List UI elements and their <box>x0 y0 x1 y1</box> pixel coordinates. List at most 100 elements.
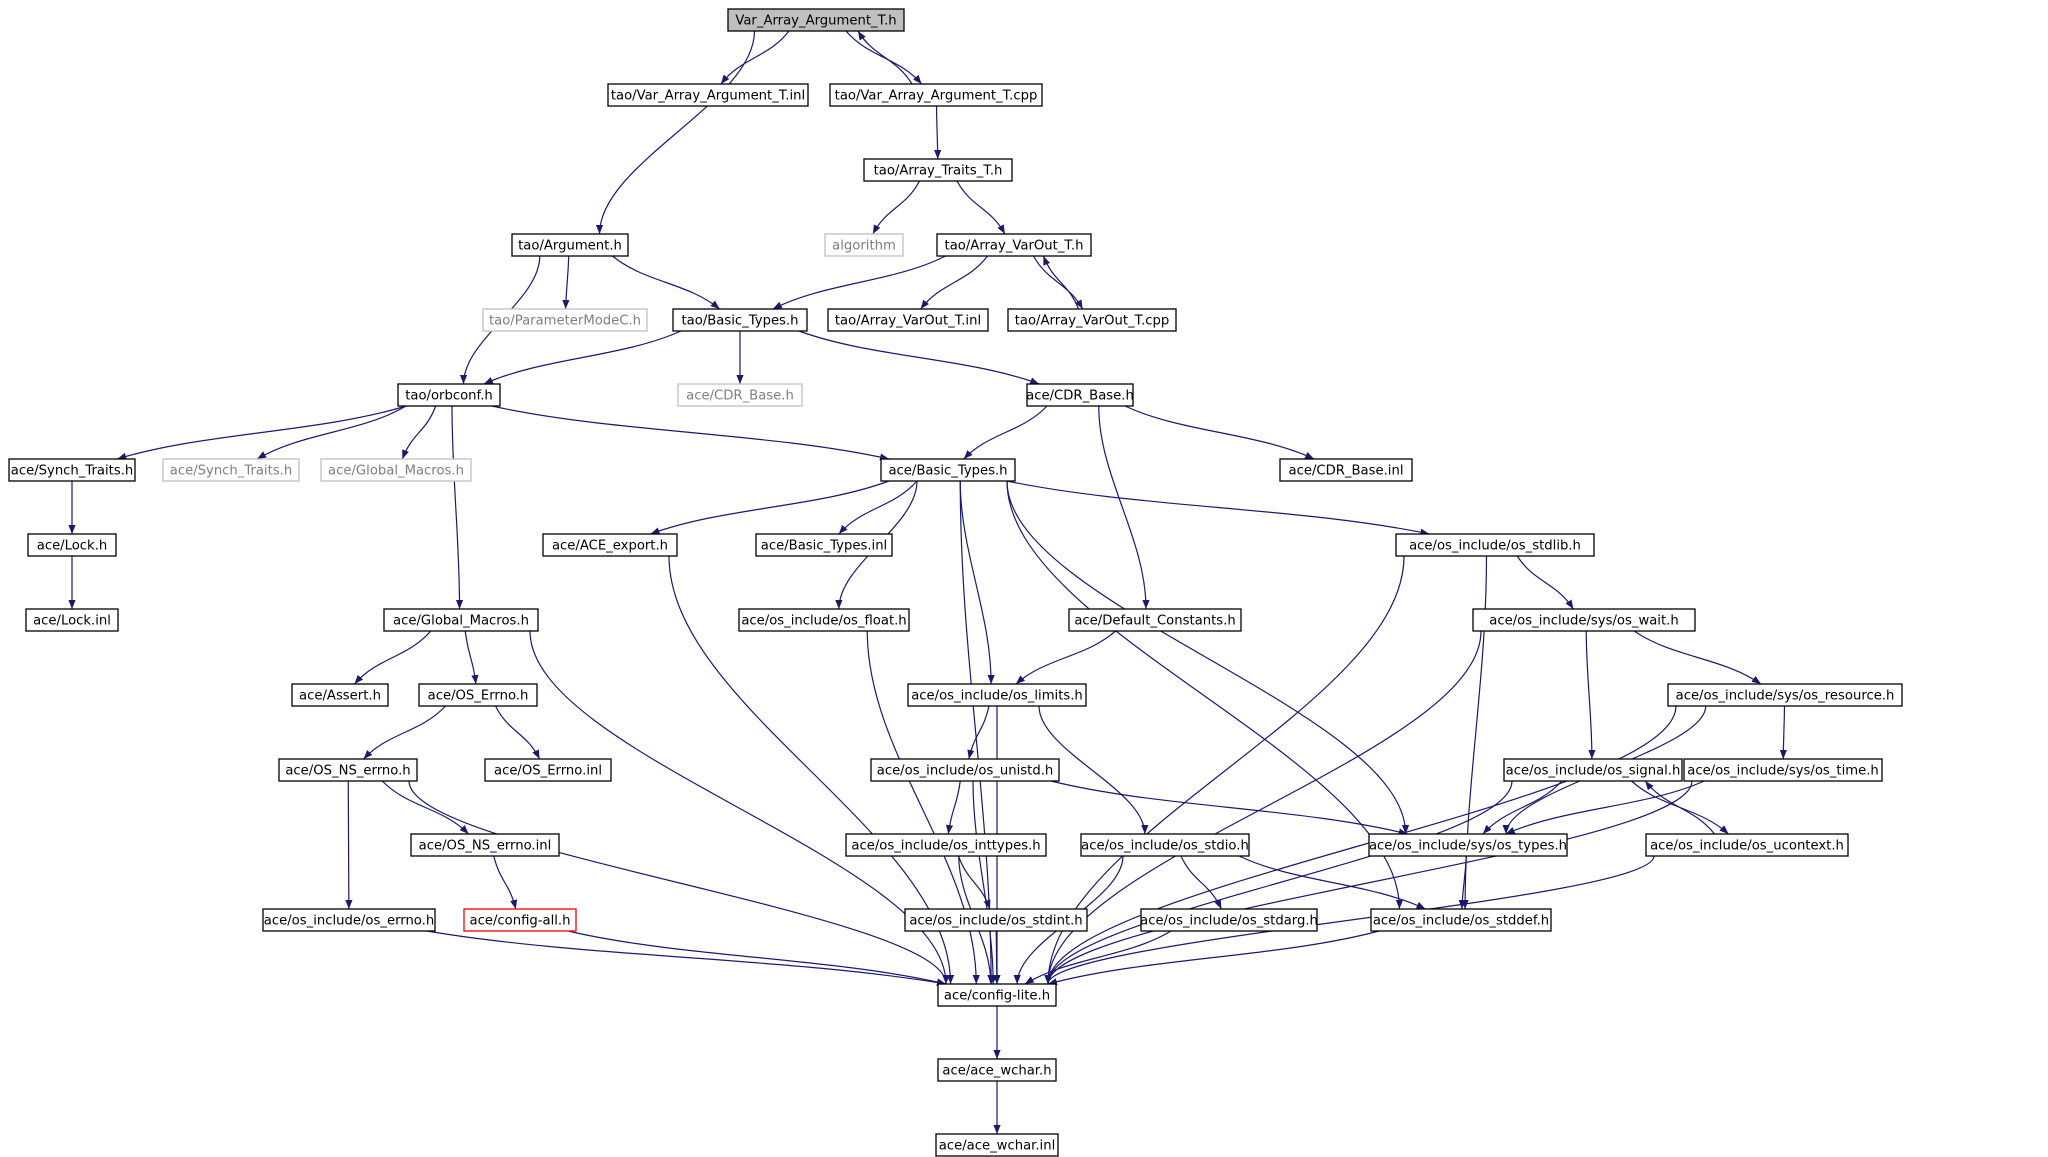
graph-node-os-stddef[interactable]: ace/os_include/os_stddef.h <box>1370 908 1552 932</box>
graph-node-lock[interactable]: ace/Lock.h <box>27 533 117 557</box>
graph-node-array-varout-inl[interactable]: tao/Array_VarOut_T.inl <box>827 308 989 332</box>
edge-orbconf-to-gm-ext <box>401 405 437 460</box>
edge-path <box>464 630 479 685</box>
graph-node-os-stdarg[interactable]: ace/os_include/os_stdarg.h <box>1140 908 1318 932</box>
graph-node-array-traits[interactable]: tao/Array_Traits_T.h <box>863 158 1013 182</box>
edge-path <box>401 405 437 460</box>
node-box <box>320 458 472 482</box>
graph-node-os-unistd[interactable]: ace/os_include/os_unistd.h <box>870 758 1060 782</box>
graph-node-os-stdio[interactable]: ace/os_include/os_stdio.h <box>1080 833 1250 857</box>
graph-node-lock-inl[interactable]: ace/Lock.inl <box>25 608 119 632</box>
graph-node-parammode[interactable]: tao/ParameterModeC.h <box>482 308 648 332</box>
edge-path <box>1516 555 1574 610</box>
graph-node-argument[interactable]: tao/Argument.h <box>511 233 629 257</box>
graph-node-array-varout-cpp[interactable]: tao/Array_VarOut_T.cpp <box>1007 308 1177 332</box>
graph-node-os-types[interactable]: ace/os_include/sys/os_types.h <box>1368 833 1568 857</box>
node-box <box>904 908 1088 932</box>
edge-path <box>494 705 541 760</box>
graph-node-config-all[interactable]: ace/config-all.h <box>463 908 577 932</box>
graph-node-tao-basic[interactable]: tao/Basic_Types.h <box>672 308 808 332</box>
node-box <box>937 1058 1057 1082</box>
graph-node-array-varout[interactable]: tao/Array_VarOut_T.h <box>936 233 1092 257</box>
graph-node-os-stdint[interactable]: ace/os_include/os_stdint.h <box>904 908 1088 932</box>
node-label: ace/os_include/os_stdint.h <box>909 914 1082 929</box>
graph-node-ace-basic[interactable]: ace/Basic_Types.h <box>880 458 1016 482</box>
graph-node-os-stdlib[interactable]: ace/os_include/os_stdlib.h <box>1395 533 1595 557</box>
edge-os-resource-to-config-lite <box>1044 705 1677 985</box>
node-label: ace/os_include/sys/os_resource.h <box>1676 689 1895 704</box>
edge-os-signal-to-os-types <box>1482 780 1563 835</box>
node-label: ace/Lock.h <box>37 539 108 554</box>
node-box <box>463 908 577 932</box>
graph-node-algorithm[interactable]: algorithm <box>824 233 904 257</box>
node-box <box>1368 833 1568 857</box>
node-label: ace/ace_wchar.inl <box>939 1139 1056 1154</box>
node-box <box>829 83 1043 107</box>
node-label: ace/os_include/os_stdlib.h <box>1409 539 1581 554</box>
graph-node-ace-wchar-inl[interactable]: ace/ace_wchar.inl <box>935 1133 1059 1157</box>
graph-node-orbconf[interactable]: tao/orbconf.h <box>397 383 501 407</box>
node-label: ace/Default_Constants.h <box>1074 614 1235 629</box>
graph-node-ace-wchar[interactable]: ace/ace_wchar.h <box>937 1058 1057 1082</box>
graph-node-basic-inl[interactable]: ace/Basic_Types.inl <box>755 533 893 557</box>
edge-path <box>1006 480 1410 835</box>
node-box <box>27 533 117 557</box>
graph-node-os-errno-inl[interactable]: ace/OS_Errno.inl <box>484 758 612 782</box>
node-box <box>677 383 803 407</box>
node-label: ace/os_include/os_ucontext.h <box>1650 839 1844 854</box>
node-label: tao/Array_Traits_T.h <box>874 164 1003 179</box>
graph-node-gm[interactable]: ace/Global_Macros.h <box>383 608 539 632</box>
node-box <box>1395 533 1595 557</box>
edge-os-unistd-to-os-types <box>1050 780 1408 836</box>
graph-node-os-errno-h[interactable]: ace/OS_Errno.h <box>418 683 538 707</box>
graph-node-ace-export[interactable]: ace/ACE_export.h <box>542 533 678 557</box>
graph-node-os-ucontext[interactable]: ace/os_include/os_ucontext.h <box>1645 833 1849 857</box>
graph-node-os-ns-errno-inl[interactable]: ace/OS_NS_errno.inl <box>410 833 560 857</box>
graph-node-def-const[interactable]: ace/Default_Constants.h <box>1068 608 1242 632</box>
graph-node-config-lite[interactable]: ace/config-lite.h <box>937 983 1057 1007</box>
node-label: ace/CDR_Base.h <box>1026 389 1134 404</box>
edge-path <box>866 630 980 985</box>
graph-node-os-float[interactable]: ace/os_include/os_float.h <box>738 608 910 632</box>
graph-node-os-time[interactable]: ace/os_include/sys/os_time.h <box>1683 758 1883 782</box>
edge-os-stdlib-to-os-wait <box>1516 555 1574 610</box>
graph-node-synch[interactable]: ace/Synch_Traits.h <box>8 458 136 482</box>
edge-path <box>967 705 990 760</box>
edge-path <box>934 105 942 160</box>
edge-os-float-to-config-lite <box>866 630 980 985</box>
edge-os-stdint-to-config-lite <box>993 930 1001 985</box>
node-label: ace/os_include/os_stdio.h <box>1081 839 1249 854</box>
graph-node-root[interactable]: Var_Array_Argument_T.h <box>727 8 905 32</box>
graph-node-synch-ext[interactable]: ace/Synch_Traits.h <box>162 458 300 482</box>
edge-path <box>1006 480 1430 536</box>
graph-node-os-ns-errno[interactable]: ace/OS_NS_errno.h <box>278 758 418 782</box>
node-box <box>1140 908 1318 932</box>
edge-ace-basic-to-basic-inl <box>838 480 918 535</box>
graph-node-cdr-base[interactable]: ace/CDR_Base.h <box>1026 383 1134 407</box>
graph-node-os-signal[interactable]: ace/os_include/os_signal.h <box>1503 758 1683 782</box>
edge-path <box>838 480 918 535</box>
graph-node-os-limits[interactable]: ace/os_include/os_limits.h <box>907 683 1087 707</box>
edge-path <box>345 780 353 910</box>
edge-array-varout-cpp-to-array-varout <box>1042 255 1080 310</box>
edge-path <box>483 330 682 385</box>
edge-os-unistd-to-config-lite <box>972 780 997 985</box>
graph-node-assert[interactable]: ace/Assert.h <box>291 683 389 707</box>
edge-os-limits-to-os-stdio <box>1038 705 1149 835</box>
edge-path <box>1238 855 1426 910</box>
node-box <box>1683 758 1883 782</box>
graph-node-gm-ext[interactable]: ace/Global_Macros.h <box>320 458 472 482</box>
graph-node-cdr-inl[interactable]: ace/CDR_Base.inl <box>1279 458 1413 482</box>
edge-path <box>1505 780 1705 835</box>
graph-node-os-errno[interactable]: ace/os_include/os_errno.h <box>262 908 436 932</box>
node-box <box>880 458 1016 482</box>
edge-path <box>562 255 570 310</box>
graph-node-os-resource[interactable]: ace/os_include/sys/os_resource.h <box>1667 683 1903 707</box>
edge-os-types-to-os-stddef <box>1458 855 1467 910</box>
graph-node-vaa-inl[interactable]: tao/Var_Array_Argument_T.inl <box>607 83 809 107</box>
graph-node-cdr-ext[interactable]: ace/CDR_Base.h <box>677 383 803 407</box>
graph-node-vaa-cpp[interactable]: tao/Var_Array_Argument_T.cpp <box>829 83 1043 107</box>
graph-node-os-inttypes[interactable]: ace/os_include/os_inttypes.h <box>845 833 1047 857</box>
graph-node-os-wait[interactable]: ace/os_include/sys/os_wait.h <box>1472 608 1696 632</box>
edge-path <box>1044 705 1677 985</box>
